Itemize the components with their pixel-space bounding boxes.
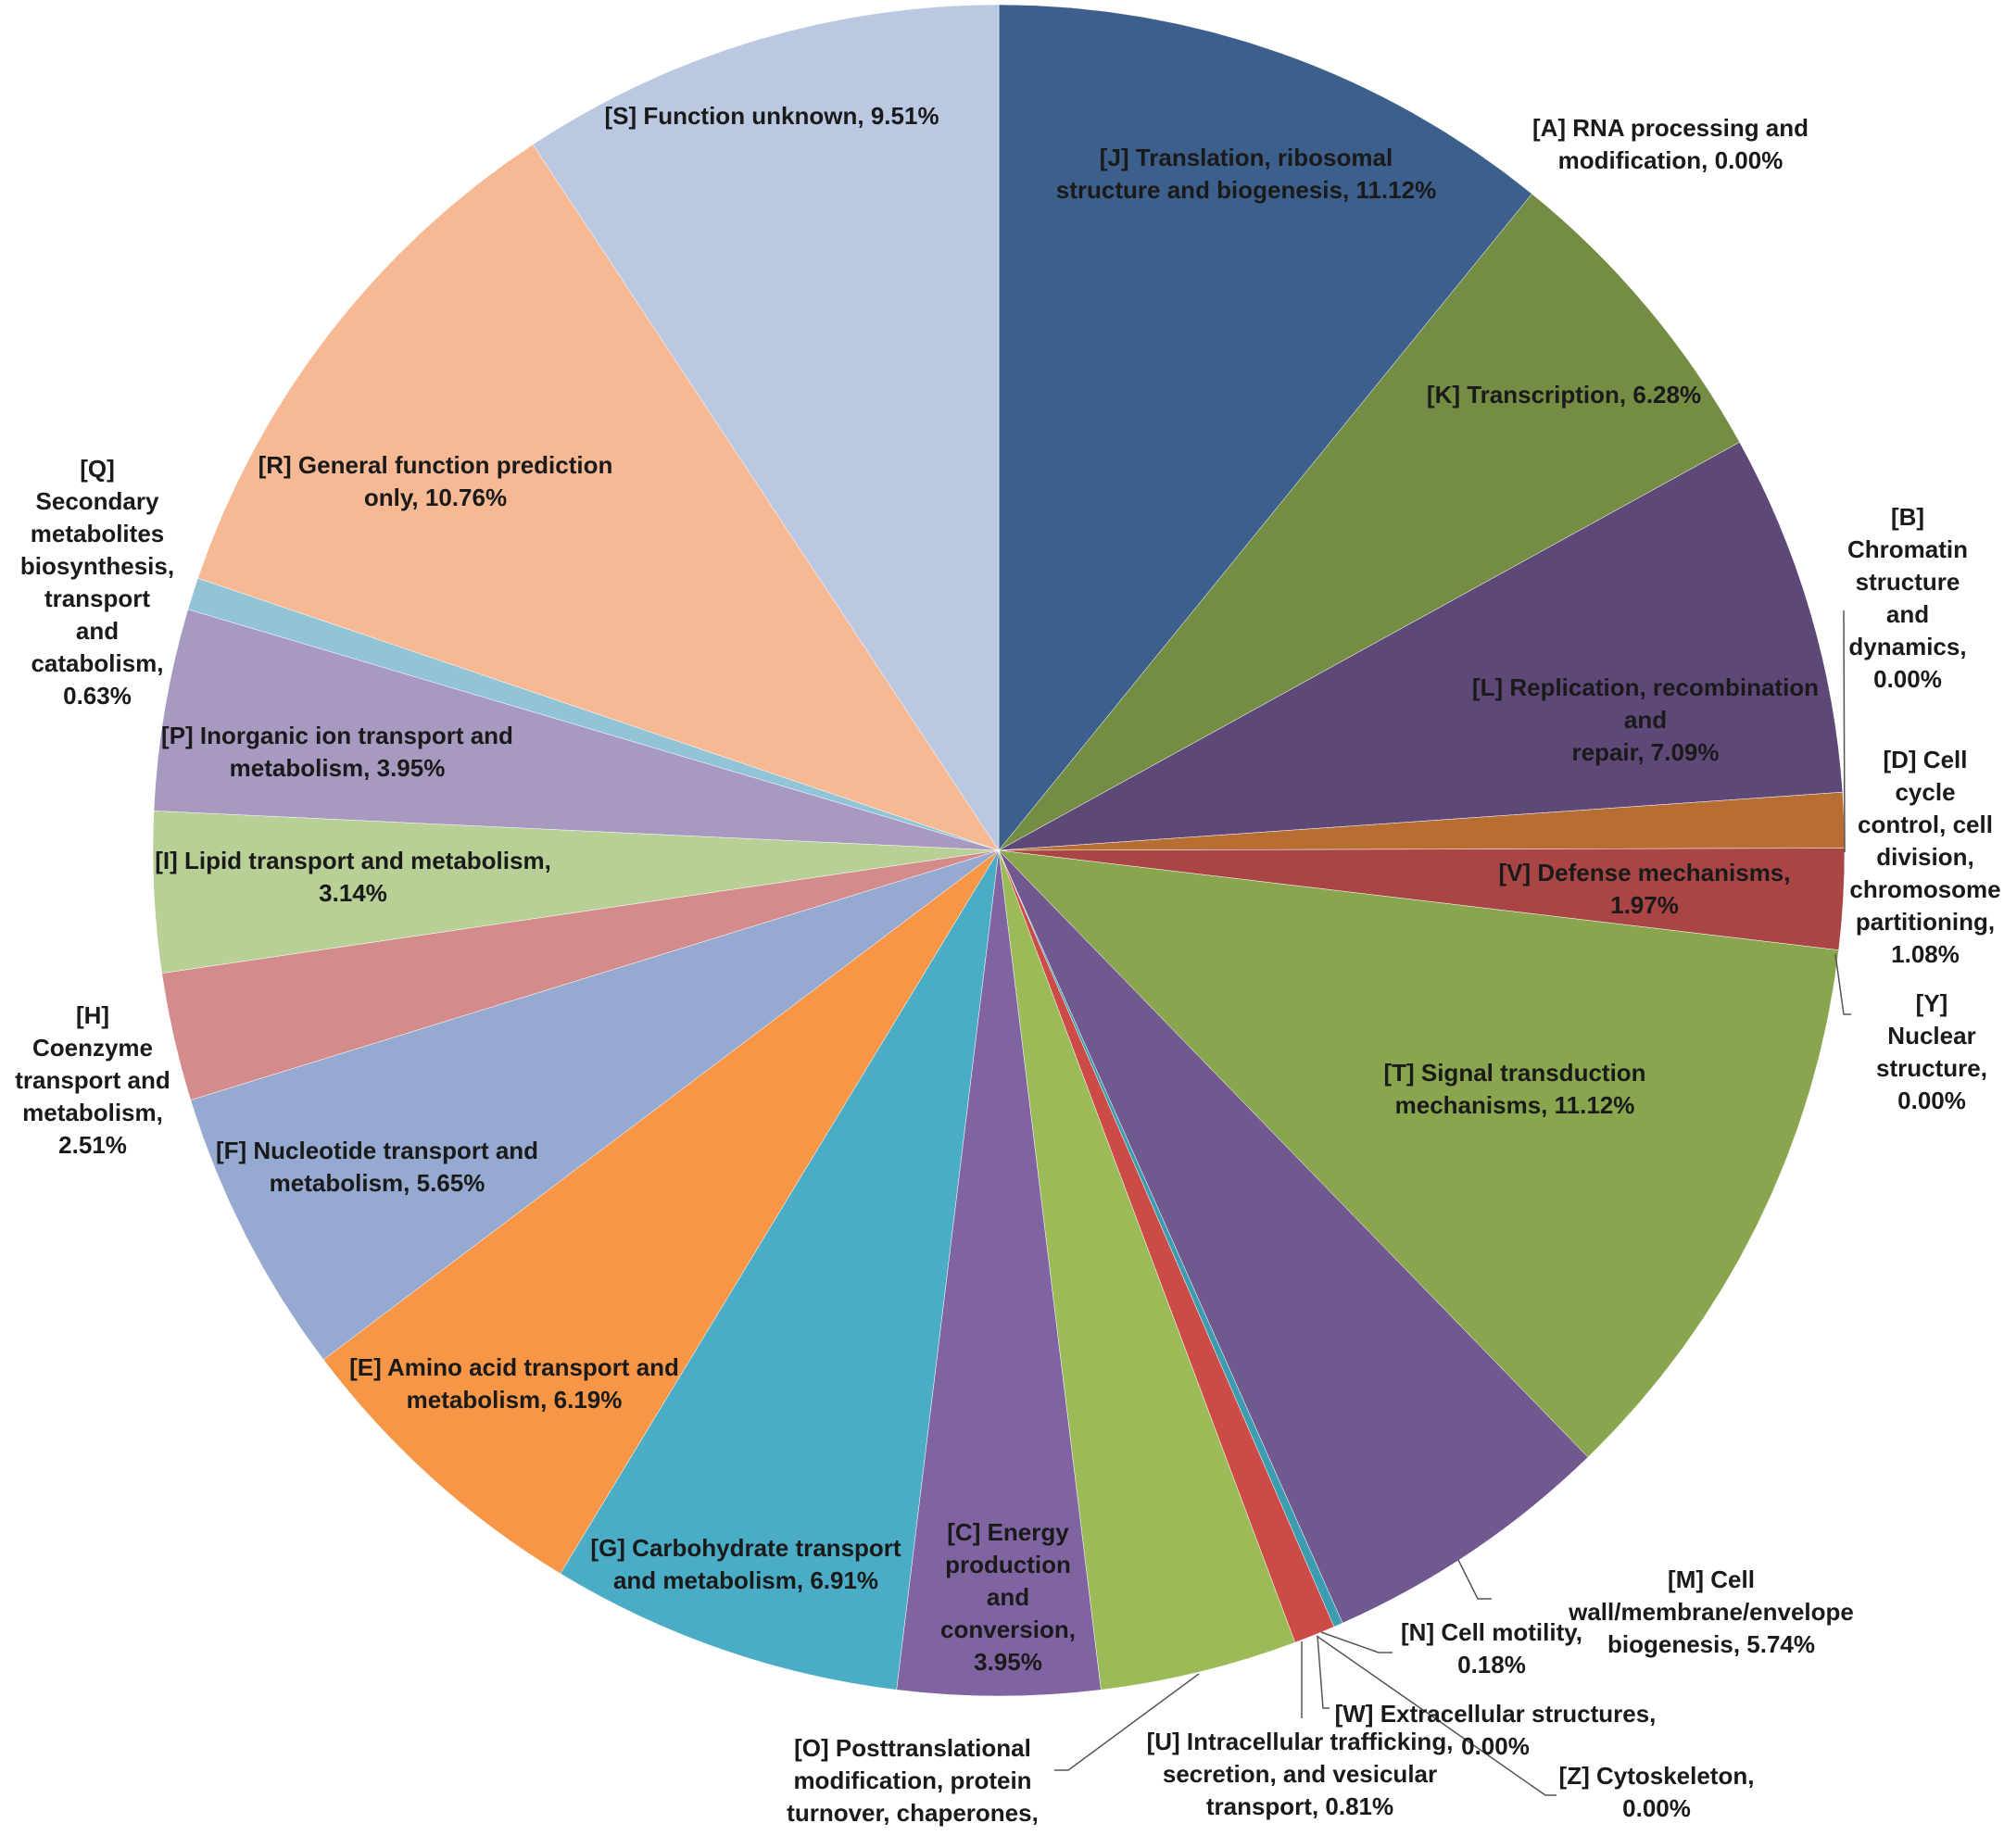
slice-label-n: [N] Cell motility, 0.18% xyxy=(1401,1618,1582,1678)
slice-label-u: [U] Intracellular trafficking, secretion… xyxy=(1146,1728,1454,1820)
leader-line-n xyxy=(1320,1631,1393,1653)
slice-label-s: [S] Function unknown, 9.51% xyxy=(604,102,939,130)
pie-slice-k xyxy=(998,193,1740,851)
pie-slice-l xyxy=(998,442,1844,851)
leader-line-b xyxy=(1843,610,1846,853)
slice-label-h: [H] Coenzyme transport and metabolism, 2… xyxy=(15,1001,170,1159)
slice-label-j: [J] Translation, ribosomal structure and… xyxy=(1055,144,1437,204)
leader-line-m xyxy=(1457,1559,1492,1600)
slice-label-a: [A] RNA processing and modification, 0.0… xyxy=(1531,114,1809,174)
leader-lines-layer xyxy=(1054,610,1851,1796)
pie-slice-t xyxy=(998,849,1839,1458)
slice-label-r: [R] General function prediction only, 10… xyxy=(258,451,613,511)
slice-label-y: [Y] Nuclear structure, 0.00% xyxy=(1876,989,1987,1114)
pie-slice-m xyxy=(998,849,1589,1624)
slice-label-q: [Q] Secondary metabolites biosynthesis, … xyxy=(19,455,175,710)
pie-slice-j xyxy=(998,4,1532,851)
slice-label-g: [G] Carbohydrate transport and metabolis… xyxy=(590,1534,901,1594)
slice-label-z: [Z] Cytoskeleton, 0.00% xyxy=(1558,1762,1755,1822)
leader-line-w xyxy=(1317,1635,1330,1709)
slice-label-e: [E] Amino acid transport and metabolism,… xyxy=(349,1353,679,1414)
pie-slice-p xyxy=(153,609,1000,851)
pie-slice-f xyxy=(190,849,1000,1361)
slice-label-m: [M] Cell wall/membrane/envelope biogenes… xyxy=(1569,1565,1854,1658)
slice-label-i: [I] Lipid transport and metabolism, 3.14… xyxy=(155,847,551,907)
slice-label-w: [W] Extracellular structures, 0.00% xyxy=(1334,1700,1657,1760)
slice-label-f: [F] Nucleotide transport and metabolism,… xyxy=(215,1137,539,1197)
pie-slice-g xyxy=(560,849,1000,1691)
leader-line-y xyxy=(1834,953,1851,1015)
pie-slice-s xyxy=(532,4,1000,851)
pie-slice-r xyxy=(197,144,1000,851)
slice-label-p: [P] Inorganic ion transport and metaboli… xyxy=(161,722,513,782)
slice-label-d: [D] Cell cycle control, cell division, c… xyxy=(1849,746,2001,968)
slice-label-o: [O] Posttranslational modification, prot… xyxy=(787,1734,1039,1827)
leader-line-z xyxy=(1316,1635,1557,1796)
pie-slice-c xyxy=(896,849,1102,1697)
slice-label-c: [C] Energy production and conversion, 3.… xyxy=(940,1518,1076,1676)
leader-line-o xyxy=(1054,1673,1200,1771)
slice-label-t: [T] Signal transduction mechanisms, 11.1… xyxy=(1383,1059,1646,1119)
pie-slice-e xyxy=(322,849,1000,1575)
pie-slice-o xyxy=(998,849,1296,1691)
slice-label-b: [B] Chromatin structure and dynamics, 0.… xyxy=(1847,503,1968,693)
slices-layer xyxy=(152,4,1846,1697)
slice-label-l: [L] Replication, recombination and repai… xyxy=(1471,673,1820,766)
slice-label-v: [V] Defense mechanisms, 1.97% xyxy=(1498,859,1791,919)
slice-label-k: [K] Transcription, 6.28% xyxy=(1426,381,1702,409)
